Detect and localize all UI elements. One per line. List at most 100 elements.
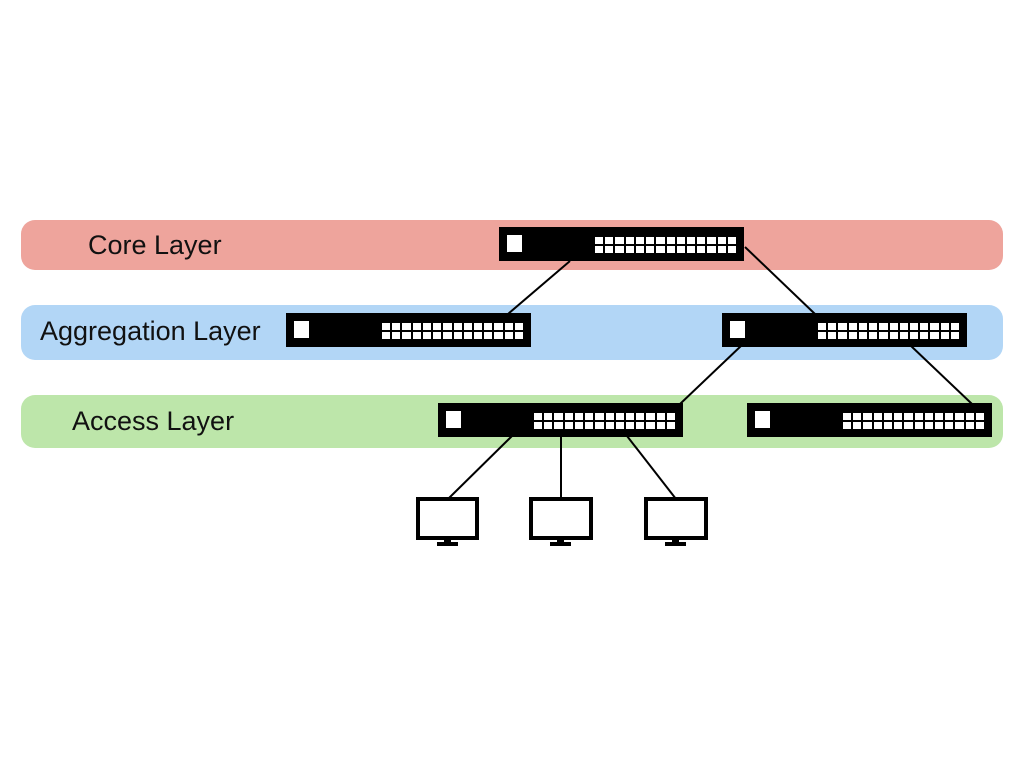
port-icon	[934, 422, 944, 429]
port-icon	[676, 237, 685, 244]
switch-ports	[534, 413, 675, 429]
port-icon	[930, 332, 939, 339]
port-icon	[534, 413, 543, 420]
port-icon	[605, 237, 614, 244]
uplink-port-icon	[294, 321, 309, 338]
port-icon	[382, 332, 391, 339]
port-icon	[636, 422, 645, 429]
port-icon	[473, 323, 483, 330]
port-icon	[564, 422, 573, 429]
port-icon	[544, 413, 553, 420]
port-icon	[422, 332, 432, 339]
port-icon	[666, 237, 675, 244]
port-icon	[924, 422, 933, 429]
port-icon	[873, 413, 882, 420]
port-icon	[697, 237, 706, 244]
port-icon	[433, 332, 442, 339]
port-icon	[666, 246, 675, 253]
port-icon	[666, 422, 675, 429]
port-icon	[863, 413, 872, 420]
port-icon	[873, 422, 882, 429]
link-access-1-to-computer-3	[626, 435, 677, 500]
port-icon	[965, 422, 974, 429]
port-icon	[494, 332, 503, 339]
link-core-to-agg-1	[507, 260, 571, 315]
port-icon	[914, 422, 923, 429]
port-icon	[848, 323, 857, 330]
port-icon	[484, 332, 493, 339]
port-icon	[443, 332, 452, 339]
port-icon	[635, 246, 645, 253]
port-icon	[828, 323, 837, 330]
port-icon	[615, 246, 624, 253]
port-icon	[595, 422, 604, 429]
port-icon	[955, 422, 964, 429]
port-icon	[574, 413, 584, 420]
port-icon	[727, 246, 736, 253]
port-icon	[894, 413, 903, 420]
aggregation-switch-1	[286, 313, 531, 347]
port-icon	[920, 332, 929, 339]
port-icon	[889, 323, 898, 330]
core-switch	[499, 227, 744, 261]
port-icon	[818, 332, 827, 339]
port-icon	[402, 332, 411, 339]
port-icon	[914, 413, 923, 420]
link-access-1-to-computer-1	[447, 435, 513, 500]
port-icon	[848, 332, 857, 339]
port-icon	[883, 413, 893, 420]
port-icon	[920, 323, 929, 330]
port-icon	[843, 413, 852, 420]
port-icon	[828, 332, 837, 339]
port-icon	[392, 323, 401, 330]
port-icon	[899, 332, 908, 339]
port-icon	[392, 332, 401, 339]
uplink-port-icon	[755, 411, 770, 428]
port-icon	[422, 323, 432, 330]
switch-ports	[843, 413, 984, 429]
core-layer-label: Core Layer	[88, 230, 222, 260]
port-icon	[838, 332, 847, 339]
port-icon	[585, 413, 594, 420]
port-icon	[625, 422, 635, 429]
port-icon	[646, 237, 655, 244]
uplink-port-icon	[446, 411, 461, 428]
port-icon	[605, 422, 614, 429]
port-icon	[818, 323, 827, 330]
port-icon	[412, 323, 421, 330]
port-icon	[656, 422, 665, 429]
port-icon	[473, 332, 483, 339]
port-icon	[955, 413, 964, 420]
port-icon	[615, 237, 624, 244]
port-icon	[636, 413, 645, 420]
port-icon	[504, 332, 513, 339]
port-icon	[494, 323, 503, 330]
port-icon	[585, 422, 594, 429]
port-icon	[534, 422, 543, 429]
port-icon	[909, 323, 919, 330]
port-icon	[940, 332, 949, 339]
port-icon	[883, 422, 893, 429]
switch-ports	[818, 323, 959, 339]
port-icon	[950, 332, 959, 339]
port-icon	[564, 413, 573, 420]
port-icon	[615, 413, 624, 420]
port-icon	[605, 246, 614, 253]
access-layer-label: Access Layer	[72, 406, 235, 436]
port-icon	[656, 413, 665, 420]
port-icon	[574, 422, 584, 429]
access-switch-2	[747, 403, 992, 437]
port-icon	[940, 323, 949, 330]
port-icon	[656, 246, 665, 253]
port-icon	[838, 323, 847, 330]
port-icon	[646, 413, 655, 420]
port-icon	[975, 422, 984, 429]
port-icon	[595, 237, 604, 244]
port-icon	[950, 323, 959, 330]
port-icon	[504, 323, 513, 330]
link-agg-2-to-access-2	[909, 344, 973, 405]
port-icon	[707, 237, 716, 244]
port-icon	[889, 332, 898, 339]
port-icon	[595, 246, 604, 253]
